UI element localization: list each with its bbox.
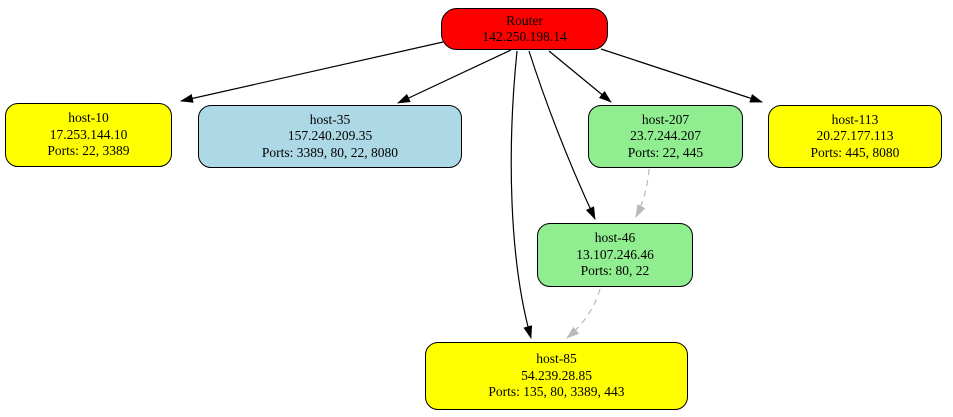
edge-router-to-host-46 [528,50,596,220]
edge-host-207-to-host-46 [635,168,650,218]
node-host-207: host-207 23.7.244.207 Ports: 22, 445 [588,105,743,168]
node-ports: Ports: 135, 80, 3389, 443 [488,384,625,400]
node-title: host-85 [536,351,577,367]
node-title: host-10 [68,110,109,126]
node-title: host-207 [641,111,690,127]
node-ports: Ports: 445, 8080 [810,144,900,160]
edge-router-to-host-207 [548,50,612,103]
node-ports: Ports: 22, 3389 [47,143,130,159]
node-ip: 17.253.144.10 [49,126,128,142]
node-host-113: host-113 20.27.177.113 Ports: 445, 8080 [768,105,942,168]
node-ip: 20.27.177.113 [816,128,894,144]
node-router: Router 142.250.198.14 [441,8,608,50]
node-host-46: host-46 13.107.246.46 Ports: 80, 22 [537,223,693,287]
node-ports: Ports: 22, 445 [627,144,704,160]
node-ip: 54.239.28.85 [521,367,592,383]
edge-router-to-host-113 [600,48,763,103]
edge-router-to-host-35 [397,49,512,104]
node-title: Router [506,12,543,28]
edge-router-to-host-85 [510,50,533,339]
node-ip: 13.107.246.46 [576,246,654,262]
edge-host-46-to-host-85 [566,288,601,339]
node-ip: 157.240.209.35 [287,128,373,144]
node-title: host-46 [594,230,636,246]
node-title: host-113 [831,111,879,127]
node-ip: 23.7.244.207 [630,128,701,144]
node-ip: 142.250.198.14 [482,29,567,44]
node-host-85: host-85 54.239.28.85 Ports: 135, 80, 338… [425,342,688,410]
node-title: host-35 [309,111,351,127]
node-ports: Ports: 3389, 80, 22, 8080 [261,144,399,160]
node-ports: Ports: 80, 22 [580,263,650,279]
node-host-10: host-10 17.253.144.10 Ports: 22, 3389 [5,103,172,167]
edge-router-to-host-10 [180,41,444,103]
node-host-35: host-35 157.240.209.35 Ports: 3389, 80, … [198,105,462,168]
